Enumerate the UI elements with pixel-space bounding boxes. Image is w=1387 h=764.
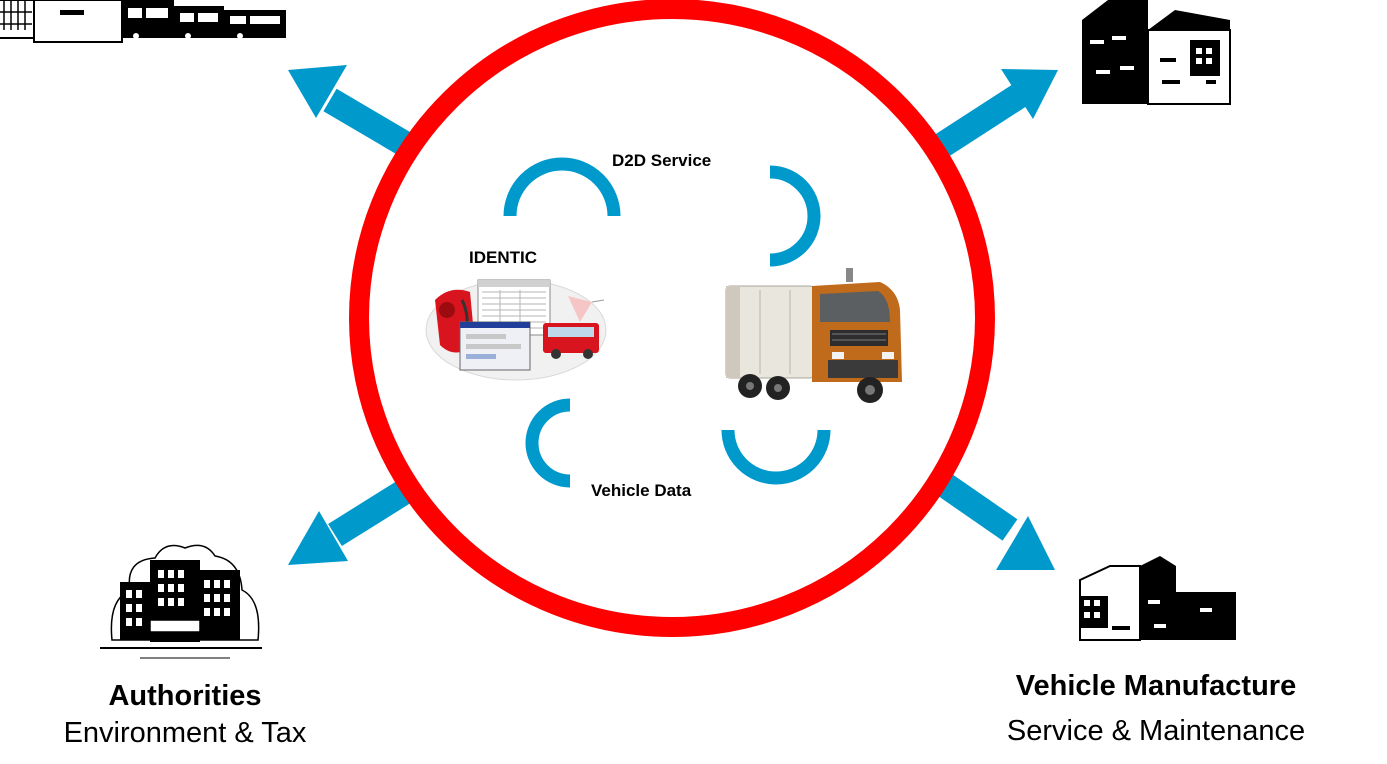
red-ring	[349, 0, 995, 637]
identic-label: IDENTIC	[469, 248, 537, 267]
bus-depot-icon	[0, 0, 286, 43]
authorities-subtitle: Environment & Tax	[63, 717, 307, 749]
manufacturer-title: Vehicle Manufacture	[1015, 670, 1297, 702]
manufacturer-factory-icon	[1079, 556, 1236, 641]
arrow-bottom-right	[927, 467, 1055, 570]
identic-system-illustration	[425, 279, 607, 381]
arrow-top-left	[288, 65, 422, 162]
cycle-arc-top-left	[503, 157, 621, 217]
factory-icon	[1082, 0, 1231, 105]
garbage-truck-illustration	[725, 268, 902, 403]
cycle-arc-bottom-right	[721, 429, 831, 485]
office-building-icon	[100, 544, 262, 659]
authorities-title: Authorities	[108, 680, 262, 712]
cycle-arc-bottom-left	[525, 398, 571, 488]
arrow-top-right	[927, 69, 1058, 161]
arrow-bottom-left	[288, 473, 422, 565]
vehicle-data-label: Vehicle Data	[591, 481, 692, 500]
manufacturer-subtitle: Service & Maintenance	[1006, 715, 1306, 747]
d2d-service-label: D2D Service	[612, 151, 712, 170]
cycle-arc-top-right	[769, 165, 821, 267]
